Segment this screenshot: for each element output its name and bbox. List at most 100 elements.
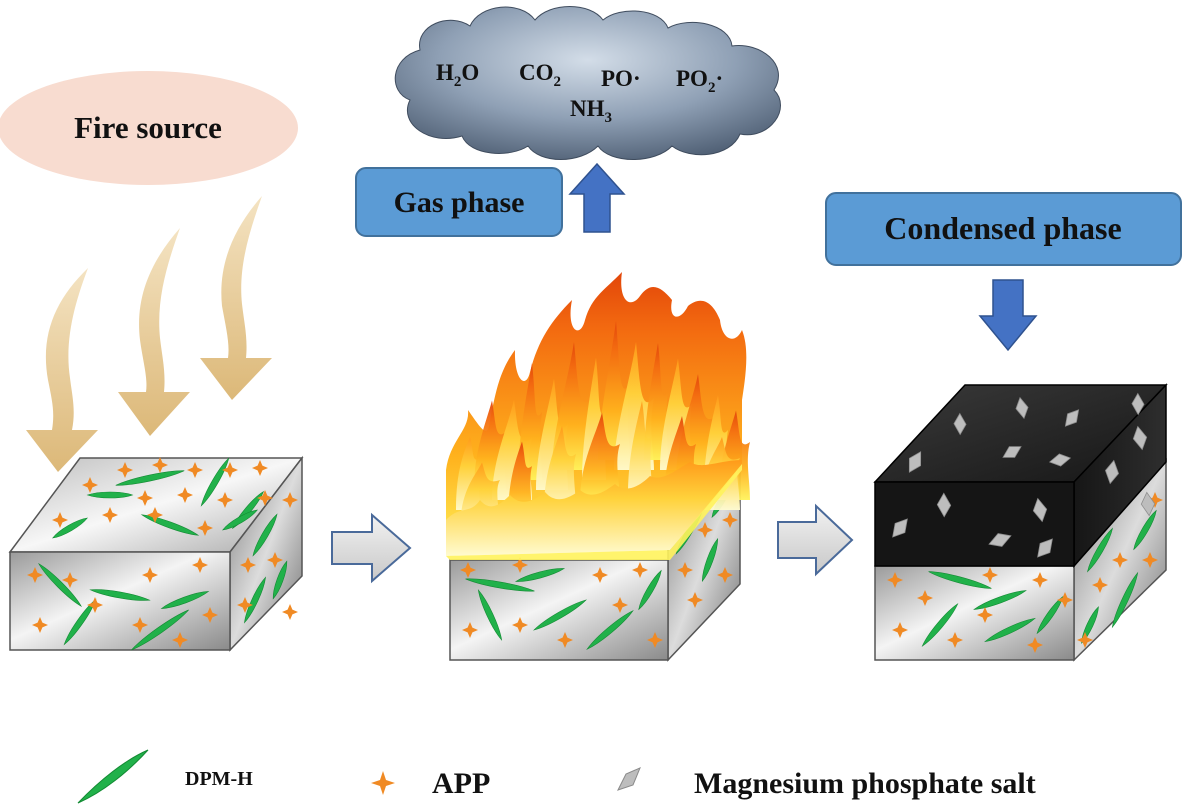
magnesium-phosphate-particle	[1032, 497, 1048, 523]
app-particle	[947, 632, 963, 648]
process-arrow-1	[331, 512, 412, 584]
app-particle	[892, 622, 908, 638]
flame-tongue	[628, 401, 652, 496]
dpm-h-particle	[514, 568, 566, 582]
magnesium-phosphate-particle	[988, 533, 1012, 547]
app-particle	[267, 552, 283, 568]
dpm-h-particle	[1087, 527, 1113, 573]
app-particle	[197, 520, 213, 536]
dpm-h-particle	[115, 470, 185, 486]
app-particle	[647, 632, 663, 648]
dpm-h-particle	[51, 517, 89, 539]
app-particle	[62, 572, 78, 588]
magnesium-phosphate-particle	[1048, 453, 1072, 467]
heat-arrow-1	[26, 268, 98, 472]
block3-particles	[887, 492, 1163, 653]
dpm-h-particle	[86, 491, 134, 499]
app-particle	[257, 490, 273, 506]
magnesium-phosphate-particle	[1131, 392, 1145, 416]
condensed-phase-down-arrow	[978, 279, 1038, 352]
dpm-h-particle	[638, 569, 662, 611]
heat-arrow-2	[118, 228, 190, 436]
legend-mg-salt-label: Magnesium phosphate salt	[694, 767, 1036, 800]
app-particle	[147, 507, 163, 523]
app-particle	[117, 462, 133, 478]
dpm-h-particle	[477, 589, 503, 641]
app-particle	[142, 567, 158, 583]
heat-arrows	[26, 196, 272, 472]
app-particle	[172, 632, 188, 648]
formula-h2o: H2O	[436, 60, 479, 90]
condensed-phase-rect	[825, 192, 1182, 266]
magnesium-phosphate-particle	[953, 412, 967, 436]
app-particle	[1112, 552, 1128, 568]
dpm-h-particle	[586, 609, 634, 651]
app-particle	[687, 592, 703, 608]
app-particle	[1057, 592, 1073, 608]
flame-tongue	[644, 343, 668, 460]
dpm-h-particle	[244, 576, 266, 624]
dpm-h-particle	[701, 538, 719, 582]
legend-dpm-h-label: DPM-H	[185, 768, 253, 790]
formula-co2: CO2	[519, 60, 561, 90]
dpm-h-particle	[37, 562, 83, 608]
material-block-1	[8, 455, 304, 652]
app-particle	[717, 567, 733, 583]
app-particle	[982, 567, 998, 583]
app-particle	[1032, 572, 1048, 588]
app-particle	[512, 617, 528, 633]
formula-po2-radical: PO2·	[676, 66, 723, 96]
app-particle	[132, 617, 148, 633]
app-particle	[1147, 492, 1163, 508]
app-particle	[217, 492, 233, 508]
app-particle	[592, 567, 608, 583]
magnesium-phosphate-particles	[892, 392, 1156, 558]
magnesium-phosphate-particle	[892, 518, 908, 538]
dpm-h-particle	[1111, 571, 1139, 629]
app-particle	[192, 557, 208, 573]
gas-phase-rect	[355, 167, 563, 237]
app-particle	[722, 512, 738, 528]
fire-source: Fire source	[0, 71, 298, 185]
dpm-h-particle	[533, 599, 587, 631]
dpm-h-particle	[252, 513, 278, 557]
app-particle	[52, 512, 68, 528]
dpm-h-particle	[973, 590, 1027, 610]
flame-tongue	[580, 412, 620, 502]
formula-po-radical: PO·	[601, 66, 641, 91]
app-particle	[240, 557, 256, 573]
dpm-h-particle	[89, 589, 151, 601]
dpm-h-particle	[131, 609, 189, 651]
process-arrow-2	[777, 503, 854, 577]
dpm-h-particle	[272, 560, 288, 600]
legend-app-symbol	[371, 771, 395, 795]
dpm-h-particle	[921, 603, 959, 647]
magnesium-phosphate-particle	[1037, 538, 1053, 558]
app-particle	[32, 617, 48, 633]
app-particle	[697, 522, 713, 538]
magnesium-phosphate-particle	[1064, 409, 1080, 427]
magnesium-phosphate-particle	[936, 492, 952, 518]
magnesium-phosphate-particle	[1015, 396, 1029, 420]
magnesium-phosphate-particle	[1140, 491, 1156, 517]
heat-arrow-3	[200, 196, 272, 400]
gas-cloud: H2O CO2 PO· PO2· NH3	[394, 6, 781, 160]
app-particle	[917, 590, 933, 606]
app-particle	[977, 607, 993, 623]
legend-dpm-h-symbol	[77, 749, 149, 804]
app-particle	[1027, 637, 1043, 653]
app-particle	[137, 490, 153, 506]
legend: DPM-H APP Magnesium phosphate salt	[77, 749, 1036, 804]
magnesium-phosphate-particle	[1002, 446, 1022, 458]
cloud-shape	[394, 6, 781, 160]
condensed-phase-box: Condensed phase	[825, 192, 1182, 266]
magnesium-phosphate-particle	[1132, 425, 1148, 451]
app-particle	[102, 507, 118, 523]
app-particle	[887, 572, 903, 588]
app-particle	[177, 487, 193, 503]
flame-tongue	[518, 363, 542, 480]
app-particle	[187, 462, 203, 478]
app-particle	[222, 462, 238, 478]
dpm-h-particle	[1133, 509, 1157, 551]
